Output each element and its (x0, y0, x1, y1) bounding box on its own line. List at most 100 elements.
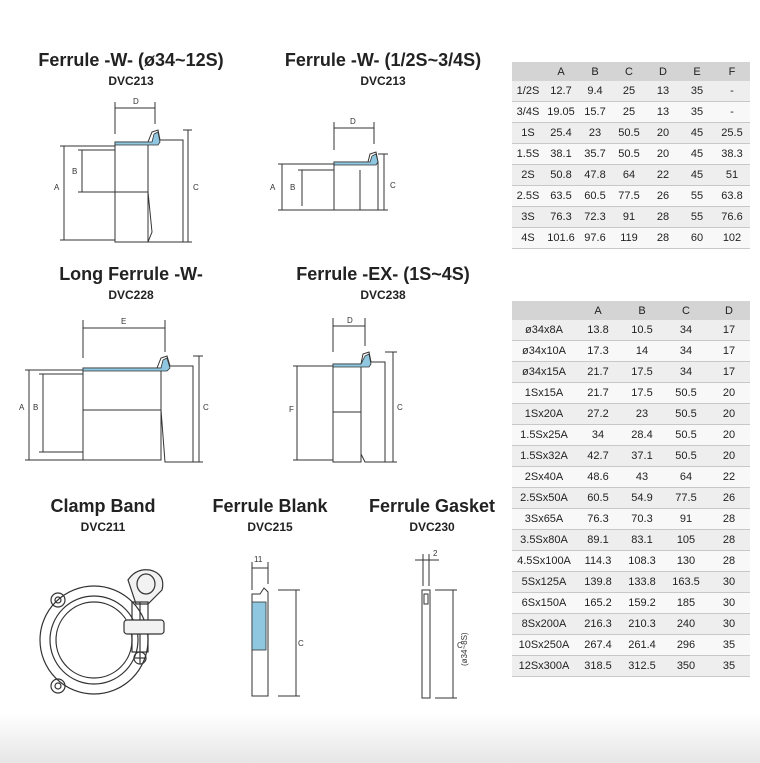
table-cell: 30 (708, 571, 750, 593)
table-cell: 28 (708, 508, 750, 530)
dimension-label: D (133, 97, 139, 106)
table-cell: 20 (708, 445, 750, 467)
table-cell: 60.5 (578, 185, 612, 207)
table-row-size: 3Sx65A (512, 508, 576, 530)
dimension-label: C (203, 403, 209, 412)
table-cell: 350 (664, 655, 708, 677)
table-cell: 26 (708, 487, 750, 509)
table-row-size: ø34x15A (512, 361, 576, 383)
ferrule-ex-drawing: D F C (289, 316, 403, 463)
table-cell: 17 (708, 340, 750, 362)
table-cell: 20 (646, 143, 680, 165)
table-column-header: B (620, 301, 664, 320)
table-cell: 26 (646, 185, 680, 207)
dimension-label: 2 (433, 549, 438, 558)
table-row-size: 10Sx250A (512, 634, 576, 656)
table-cell: 83.1 (620, 529, 664, 551)
dimension-label: A (270, 183, 276, 192)
dimension-label: A (19, 403, 25, 412)
table-cell: 185 (664, 592, 708, 614)
dimension-label: B (72, 167, 77, 176)
table-cell: 28 (646, 227, 680, 249)
table-cell: 50.5 (664, 403, 708, 425)
table-cell: 159.2 (620, 592, 664, 614)
table-cell: 119 (612, 227, 646, 249)
table-column-header: B (578, 62, 612, 81)
table-row-size: 2Sx40A (512, 466, 576, 488)
table-cell: 35 (708, 634, 750, 656)
ferrule-w-small-drawing: D A B C (54, 97, 199, 243)
table-column-header: C (664, 301, 708, 320)
table-column-header: D (708, 301, 750, 320)
table-cell: 312.5 (620, 655, 664, 677)
dimension-label: E (121, 317, 126, 326)
table-cell: 76.6 (714, 206, 750, 228)
table-cell: 216.3 (576, 613, 620, 635)
table-cell: 72.3 (578, 206, 612, 228)
table-cell: 20 (646, 122, 680, 144)
dimension-label: C (193, 183, 199, 192)
table-cell: 23 (620, 403, 664, 425)
table-cell: 89.1 (576, 529, 620, 551)
table-cell: 34 (664, 361, 708, 383)
table-column-header: C (612, 62, 646, 81)
table-cell: 25 (612, 81, 646, 102)
drawing-code-clamp-band: DVC211 (80, 520, 126, 534)
table-row-size: 4S (512, 227, 544, 249)
table-cell: 22 (646, 164, 680, 186)
table-cell: 15.7 (578, 101, 612, 123)
table-cell: 163.5 (664, 571, 708, 593)
dimension-label: B (290, 183, 295, 192)
table-cell: - (714, 101, 750, 123)
dimension-label: C (457, 641, 463, 650)
table-column-header: E (680, 62, 714, 81)
ferrule-gasket-drawing: 2 C (ø34~8S) (415, 549, 469, 699)
table-row-size: 2.5Sx50A (512, 487, 576, 509)
table-cell: 45 (680, 164, 714, 186)
dimension-label: C (390, 181, 396, 190)
table-cell: 48.6 (576, 466, 620, 488)
table-cell: 102 (714, 227, 750, 249)
drawing-title-ferrule-ex: Ferrule -EX- (1S~4S) (296, 264, 470, 284)
table-row-size: 1Sx20A (512, 403, 576, 425)
table-row-size: 8Sx200A (512, 613, 576, 635)
table-cell: 63.5 (544, 185, 578, 207)
table-cell: 55 (680, 206, 714, 228)
table-cell: 45 (680, 122, 714, 144)
drawing-title-clamp-band: Clamp Band (50, 496, 156, 516)
table-cell: 21.7 (576, 361, 620, 383)
table-cell: 45 (680, 143, 714, 165)
dimension-label: D (347, 316, 353, 325)
drawing-title-ferrule-gasket: Ferrule Gasket (368, 496, 496, 516)
table-cell: 97.6 (578, 227, 612, 249)
ferrule-w-sanitary-drawing: D A B C (270, 117, 396, 211)
table-cell: 50.5 (612, 143, 646, 165)
dimension-label: C (397, 403, 403, 412)
table-column-header: D (646, 62, 680, 81)
table-row-size: ø34x10A (512, 340, 576, 362)
table-row-size: 4.5Sx100A (512, 550, 576, 572)
drawing-code-ferrule-ex: DVC238 (360, 288, 406, 302)
table-cell: 13 (646, 101, 680, 123)
table-column-header (512, 62, 544, 81)
table-cell: 60 (680, 227, 714, 249)
table-cell: 165.2 (576, 592, 620, 614)
drawing-code-ferrule-gasket: DVC230 (409, 520, 455, 534)
